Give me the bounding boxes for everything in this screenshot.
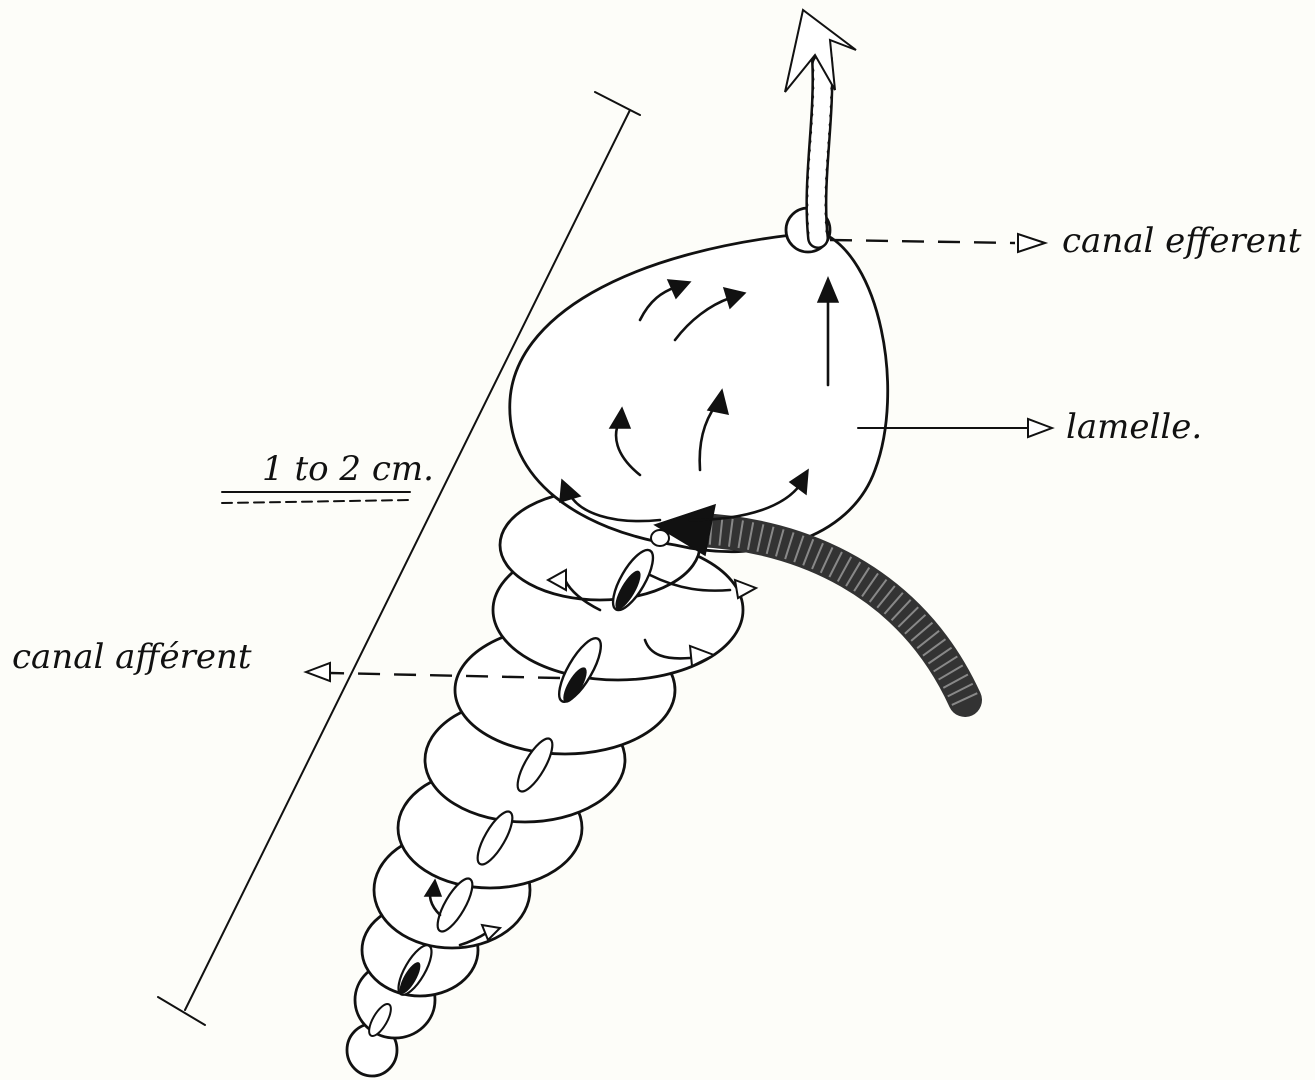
- lamelle-pointer-icon: [1028, 419, 1052, 437]
- afferent-pointer-icon: [306, 663, 330, 681]
- label-canal-afferent: canal afférent: [12, 637, 252, 677]
- efferent-tube: [785, 10, 856, 238]
- efferent-pointer-icon: [1018, 234, 1045, 252]
- label-lamelle: lamelle.: [1066, 407, 1202, 447]
- flow-arrow-icon: [735, 580, 756, 598]
- label-canal-efferent: canal efferent: [1062, 221, 1302, 261]
- lamella-main: [510, 232, 888, 552]
- label-scale: 1 to 2 cm.: [262, 449, 434, 489]
